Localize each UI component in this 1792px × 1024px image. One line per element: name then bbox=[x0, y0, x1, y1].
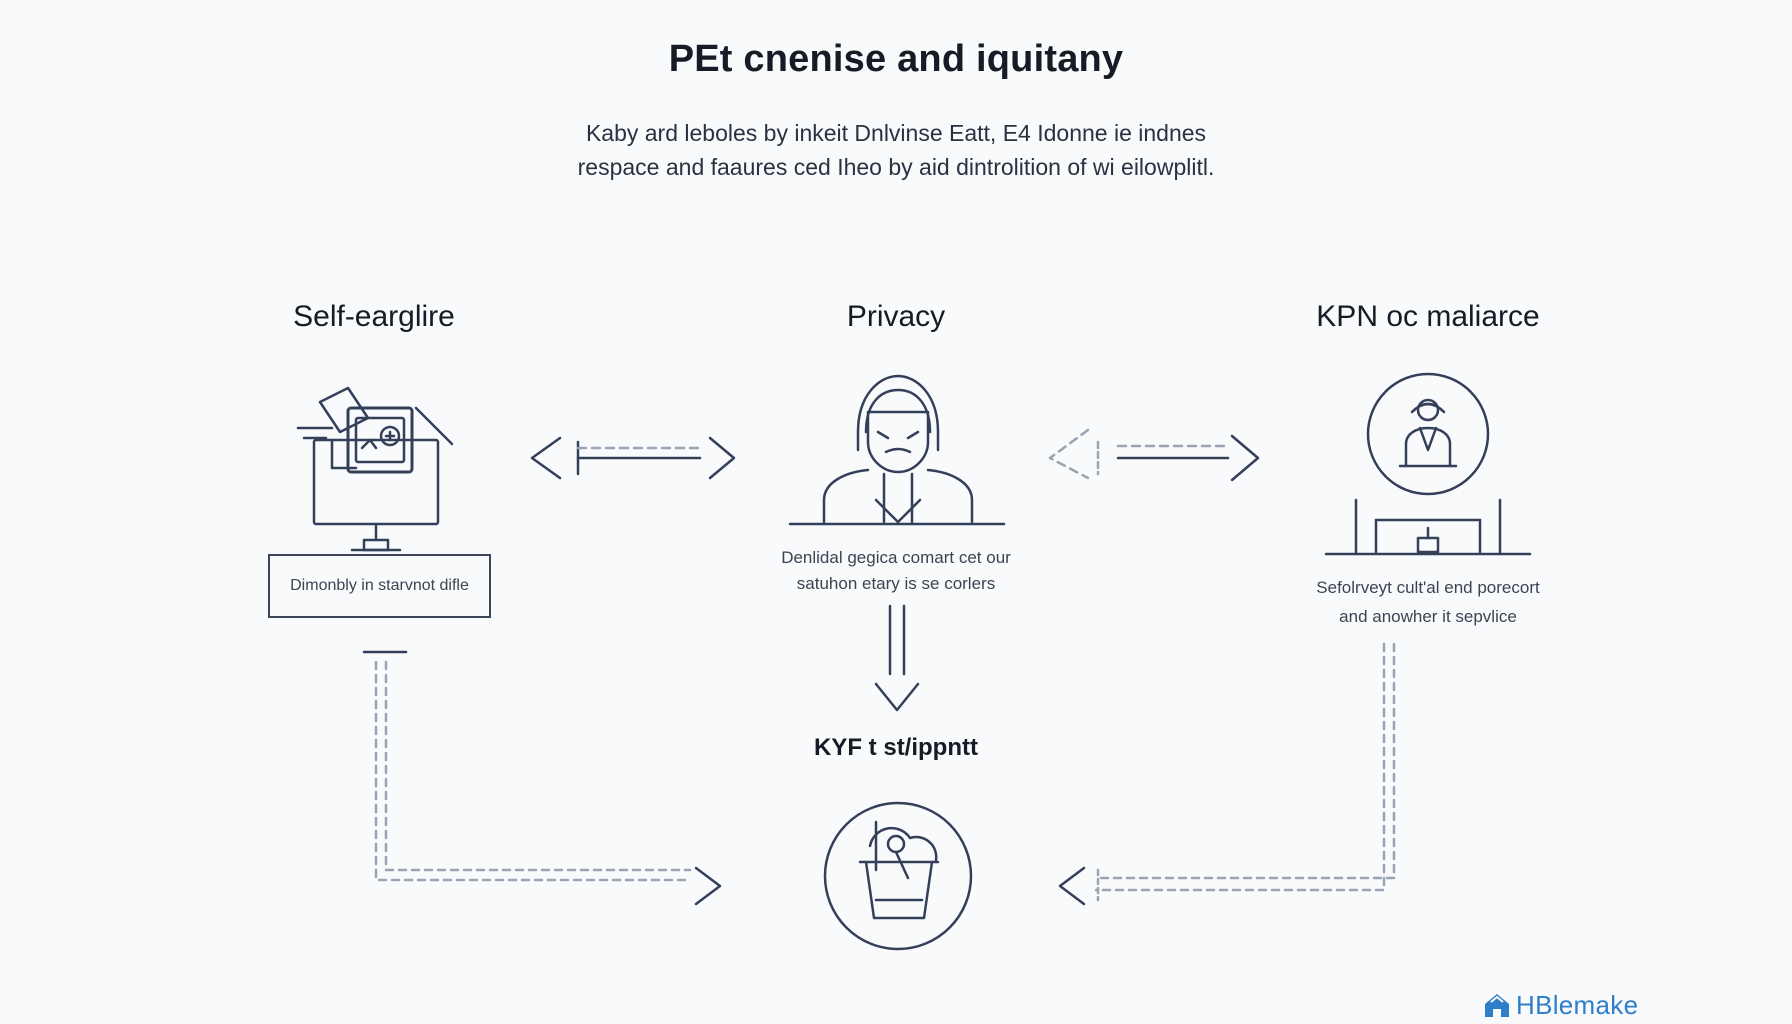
kpn-caption-line-1: Sefolrveyt cult'al end porecort bbox=[1316, 578, 1540, 597]
self-heading: Self-earglire bbox=[293, 300, 455, 333]
privacy-caption-line-1: Denlidal gegica comart cet our bbox=[781, 548, 1011, 567]
kpn-caption-line-2: and anowher it sepvlice bbox=[1339, 607, 1517, 626]
page-title: PEt cnenise and iquitany bbox=[668, 38, 1124, 80]
privacy-kyf-arrow bbox=[874, 604, 920, 712]
user-at-desk-icon bbox=[1324, 372, 1532, 556]
privacy-heading: Privacy bbox=[846, 300, 946, 333]
self-privacy-arrow bbox=[530, 436, 736, 480]
privacy-kpn-arrow bbox=[1048, 428, 1260, 482]
kyf-heading: KYF t st/ippntt bbox=[814, 734, 978, 761]
brand-logo: HBlemake bbox=[1482, 990, 1638, 1020]
computer-wallet-icon bbox=[296, 386, 454, 552]
brand-house-icon bbox=[1485, 994, 1509, 1017]
kpn-kyf-dashed-path bbox=[1058, 642, 1396, 906]
subtitle-line-1: Kaby ard leboles by inkeit Dnlvinse Eatt… bbox=[585, 120, 1207, 146]
cup-basket-icon bbox=[823, 801, 973, 951]
self-box-label: Dimonbly in starvnot difle bbox=[268, 554, 491, 618]
privacy-caption-line-2: satuhon etary is se corlers bbox=[796, 574, 996, 593]
hooded-person-icon bbox=[788, 374, 1006, 526]
subtitle-line-2: respace and faaures ced Iheo by aid dint… bbox=[577, 154, 1215, 180]
kpn-heading: KPN oc maliarce bbox=[1316, 300, 1540, 333]
brand-name: HBlemake bbox=[1516, 989, 1639, 1020]
self-kyf-dashed-path bbox=[362, 650, 722, 906]
